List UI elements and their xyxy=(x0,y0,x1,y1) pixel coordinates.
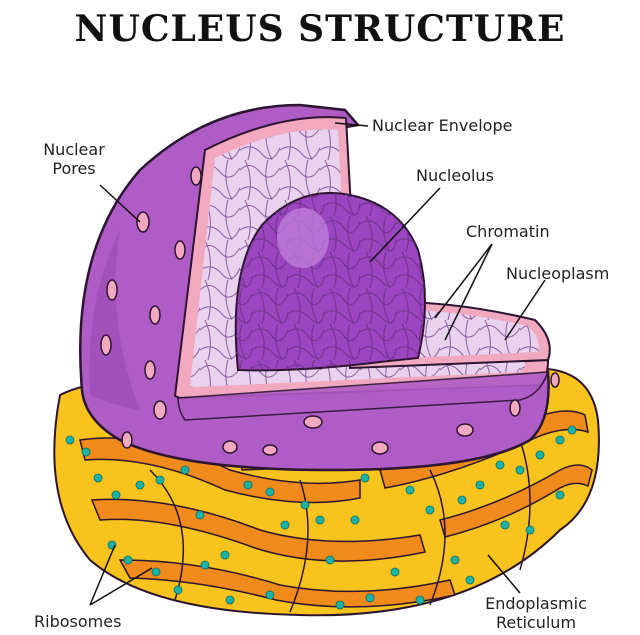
label-chromatin: Chromatin xyxy=(466,222,550,241)
label-nuclear-envelope: Nuclear Envelope xyxy=(372,116,512,135)
label-nucleoplasm: Nucleoplasm xyxy=(506,264,609,283)
label-endoplasmic-reticulum: Endoplasmic Reticulum xyxy=(468,594,604,632)
label-er-line2: Reticulum xyxy=(468,613,604,632)
label-er-line1: Endoplasmic xyxy=(468,594,604,613)
label-nucleolus: Nucleolus xyxy=(416,166,494,185)
label-ribosomes: Ribosomes xyxy=(34,612,121,631)
label-nuclear-pores-line2: Pores xyxy=(36,159,112,178)
label-nuclear-pores: Nuclear Pores xyxy=(36,140,112,178)
label-nuclear-pores-line1: Nuclear xyxy=(36,140,112,159)
nucleus xyxy=(80,105,550,470)
page-title: NUCLEUS STRUCTURE xyxy=(0,8,640,50)
